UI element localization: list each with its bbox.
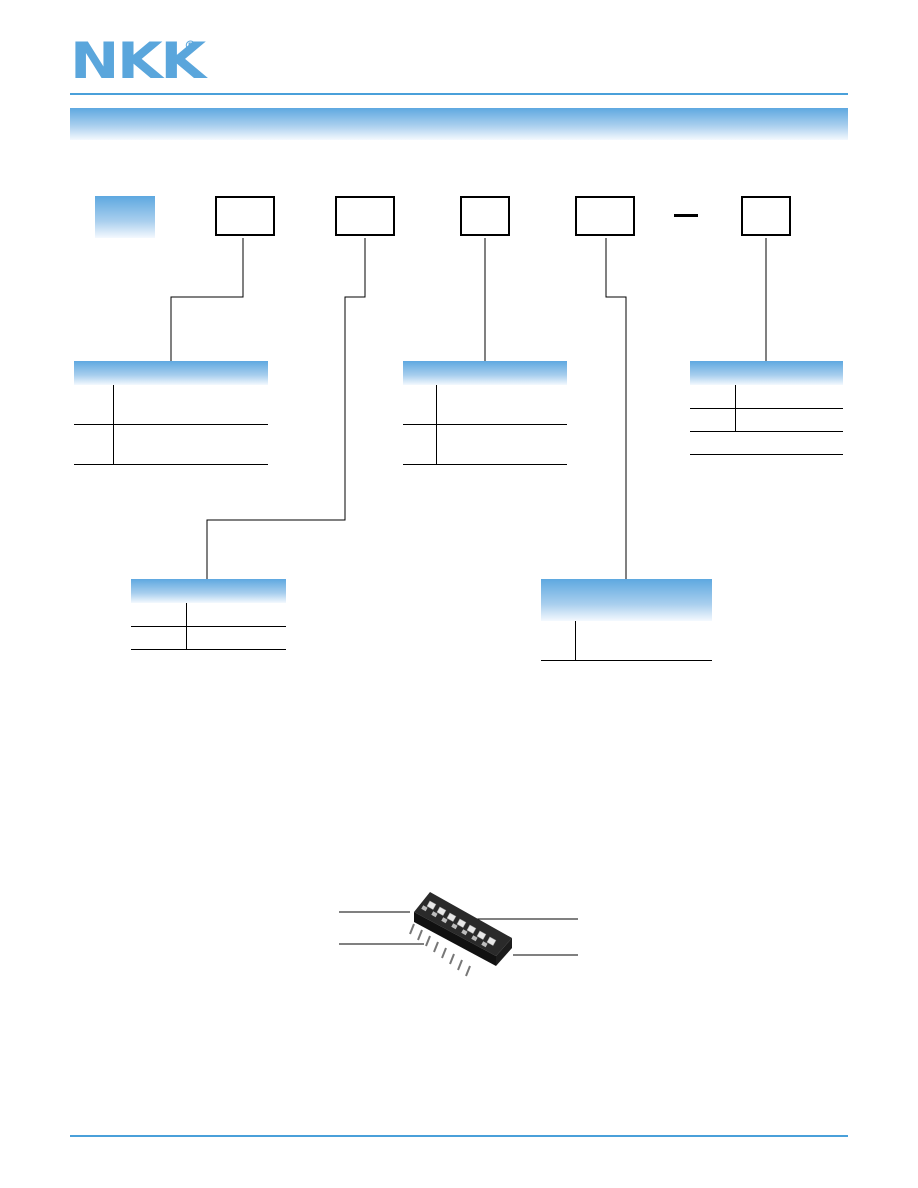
table-5-divider [575, 621, 576, 660]
code-box-5 [741, 196, 791, 236]
table-4-header [131, 579, 286, 603]
table-3-row-rule-1 [690, 408, 843, 409]
table-1-header [74, 361, 268, 385]
title-band [70, 108, 848, 140]
bottom-rule [70, 1135, 848, 1137]
leader-box-2 [206, 238, 366, 579]
table-4-row-rule [131, 626, 286, 627]
table-5-bottom-rule [541, 660, 712, 661]
code-box-1 [215, 196, 275, 236]
table-2-row-rule [403, 424, 567, 425]
leader-box-1 [170, 238, 244, 361]
table-2-divider [436, 385, 437, 465]
table-1-row-rule [74, 424, 268, 425]
table-4-bottom-rule [131, 649, 286, 650]
code-box-4 [575, 196, 635, 236]
top-rule [70, 93, 848, 95]
code-box-2 [335, 196, 395, 236]
nkk-logo: NKK [70, 32, 206, 90]
table-1-bottom-rule [74, 464, 268, 465]
table-5-header [541, 579, 712, 621]
table-1-divider [113, 385, 114, 465]
table-3-row-rule-2 [690, 431, 843, 432]
code-box-3 [460, 196, 510, 236]
table-2-bottom-rule [403, 464, 567, 465]
table-2-header [403, 361, 567, 385]
table-3-bottom-rule [690, 454, 843, 455]
leader-box-4 [605, 238, 627, 579]
registered-mark: ® [184, 39, 197, 54]
table-3-header [690, 361, 843, 385]
separator-dash [674, 214, 698, 217]
series-prefix-chip [95, 196, 155, 238]
dip-switch-photo [409, 892, 512, 977]
